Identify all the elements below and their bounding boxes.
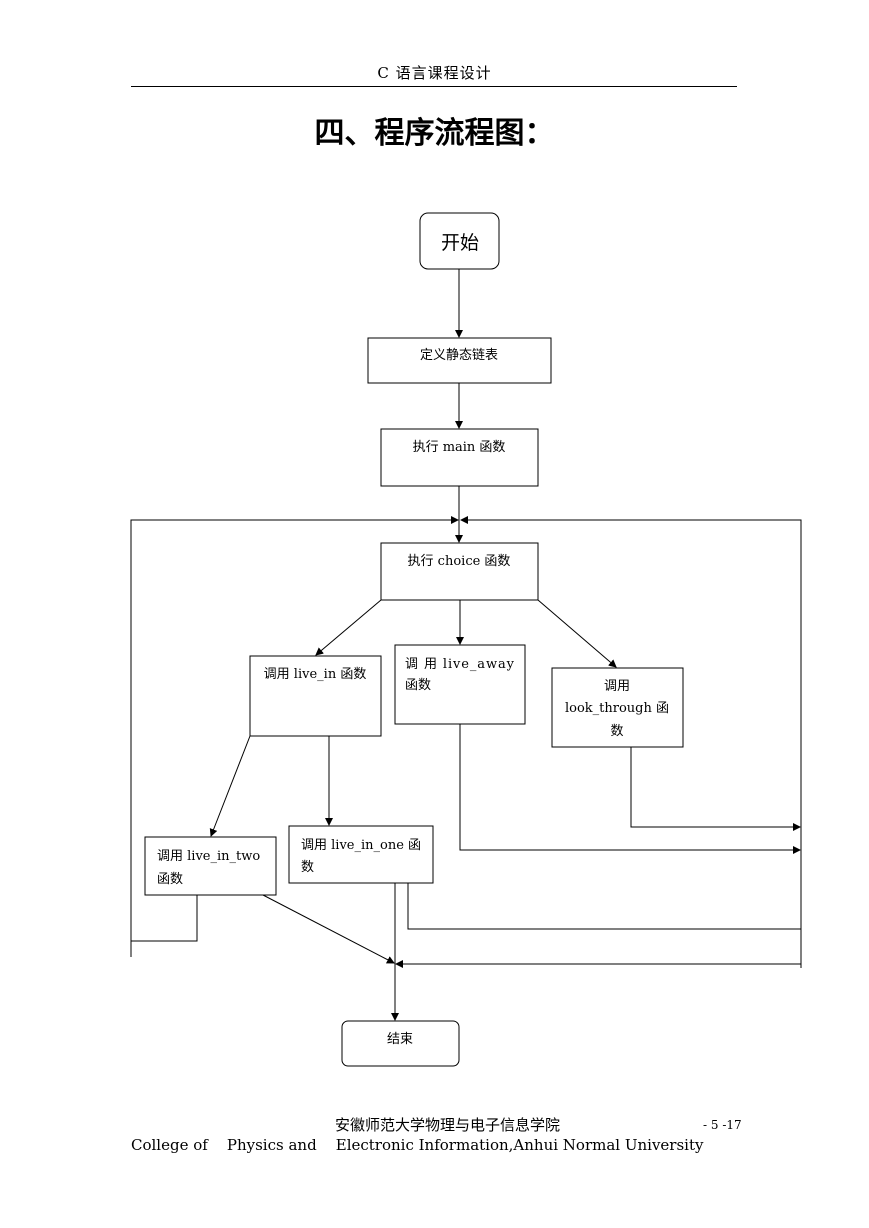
define-list-label: 定义静态链表 bbox=[420, 348, 498, 363]
line-live-in-one-back bbox=[407, 883, 801, 930]
arrow-live-in-to-two bbox=[209, 735, 251, 837]
exec-main-node bbox=[380, 428, 539, 487]
exec-choice-label: 执行 choice 函数 bbox=[408, 554, 511, 569]
header-title: C 语言课程设计 bbox=[377, 64, 492, 82]
footer-institution-cn: 安徽师范大学物理与电子信息学院 bbox=[334, 1116, 560, 1134]
exec-choice-node bbox=[380, 542, 539, 601]
footer-institution-en: College of Physics and Electronic Inform… bbox=[131, 1136, 704, 1154]
header-rule bbox=[131, 86, 737, 87]
look-through-label-1: 调用 bbox=[604, 679, 630, 694]
call-live-in-one-node bbox=[288, 825, 434, 884]
loop-right-line bbox=[460, 516, 802, 968]
live-in-label: 调用 live_in 函数 bbox=[264, 667, 367, 682]
call-live-in-node bbox=[249, 655, 382, 737]
arrow-look-through-back bbox=[630, 747, 801, 831]
line-live-in-two-back bbox=[131, 895, 198, 942]
arrow-choice-to-live-in bbox=[315, 599, 382, 656]
look-through-label-3: 数 bbox=[610, 724, 623, 739]
call-look-through-node bbox=[551, 667, 684, 748]
look-through-label-2: look_through 函 bbox=[565, 701, 669, 716]
live-in-two-label-2: 函数 bbox=[157, 872, 183, 887]
call-live-in-two-node bbox=[144, 836, 277, 896]
loop-left-line bbox=[130, 516, 459, 957]
arrow-choice-to-look-through bbox=[537, 599, 617, 668]
live-in-one-label-2: 数 bbox=[301, 860, 314, 875]
start-label: 开始 bbox=[441, 232, 479, 254]
arrow-live-away-back bbox=[459, 724, 801, 854]
arrow-live-in-two-to-end bbox=[262, 894, 395, 964]
section-title: 四、程序流程图： bbox=[314, 116, 555, 151]
live-in-one-label-1: 调用 live_in_one 函 bbox=[301, 838, 421, 853]
footer-page-number: - 5 -17 bbox=[703, 1118, 742, 1132]
live-away-label-2: 函数 bbox=[405, 678, 431, 693]
end-label: 结束 bbox=[387, 1032, 413, 1047]
live-away-label-1: 调 用 live_away bbox=[405, 657, 515, 672]
end-node bbox=[341, 1020, 460, 1067]
exec-main-label: 执行 main 函数 bbox=[413, 440, 506, 455]
live-in-two-label-1: 调用 live_in_two bbox=[157, 849, 260, 864]
